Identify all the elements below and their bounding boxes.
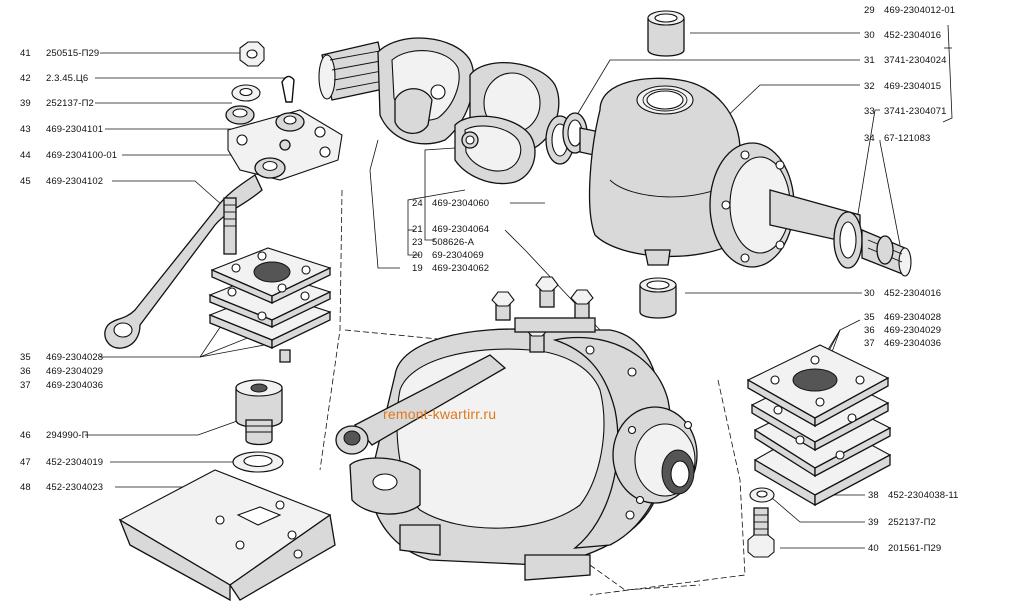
left-arm-group [104,41,343,602]
leader-lines [85,24,953,596]
input-shaft-group [318,37,641,185]
right-gasket-group [746,344,892,558]
watermark-text: remont-kwartirr.ru [383,406,497,422]
upper-housing-group [588,10,912,277]
main-housing-group [335,276,698,581]
